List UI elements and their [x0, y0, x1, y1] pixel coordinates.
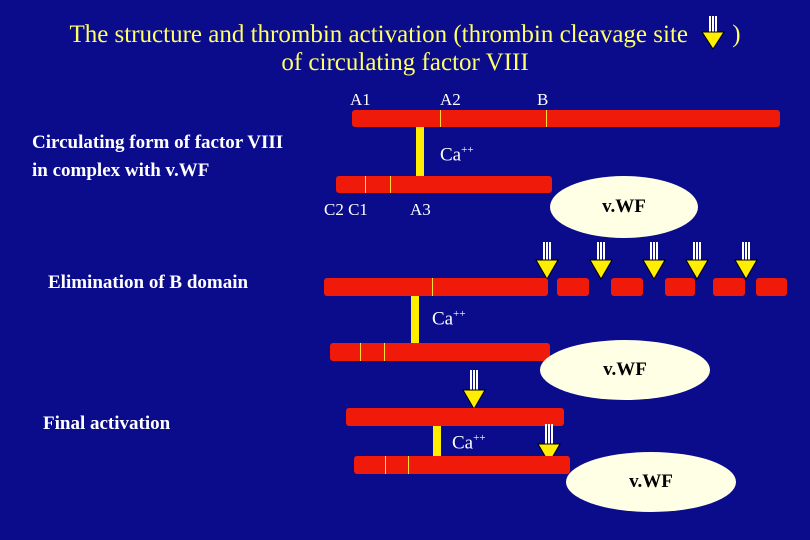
down-arrow-icon: [534, 242, 560, 280]
b-domain-fragment: [611, 278, 643, 296]
calcium-label: Ca++: [452, 432, 486, 454]
domain-divider: [360, 343, 361, 361]
light-chain-a3-c1-c2: [336, 176, 552, 193]
heavy-chain-a1-a2: [324, 278, 548, 296]
calcium-bridge: [416, 127, 424, 176]
domain-divider: [546, 110, 547, 127]
b-domain-fragment: [665, 278, 695, 296]
down-arrow-icon: [641, 242, 667, 280]
stage1-label-line-2: in complex with v.WF: [32, 160, 210, 181]
domain-label-c2-c1: C2 C1: [324, 200, 368, 219]
calcium-text: Ca: [440, 144, 462, 166]
stage2-label: Elimination of B domain: [48, 272, 249, 293]
down-arrow-icon: [536, 424, 562, 464]
domain-divider: [365, 176, 366, 193]
domain-label-a1: A1: [350, 90, 371, 109]
domain-divider: [385, 456, 386, 474]
calcium-bridge: [411, 296, 419, 344]
down-arrow-icon: [733, 242, 759, 280]
domain-label-a2: A2: [440, 90, 461, 109]
domain-label-b: B: [537, 90, 549, 109]
heavy-chain-a1-a2-b: [352, 110, 780, 127]
b-domain-fragment: [756, 278, 787, 296]
light-chain: [354, 456, 570, 474]
domain-divider: [432, 278, 433, 296]
vwf-ellipse: v.WF: [540, 340, 710, 400]
calcium-label: Ca++: [432, 308, 466, 330]
vwf-ellipse: v.WF: [550, 176, 698, 238]
calcium-text: Ca: [452, 432, 474, 454]
stage3-label: Final activation: [43, 413, 171, 434]
domain-divider: [384, 343, 385, 361]
calcium-label: Ca++: [440, 144, 474, 166]
stage1-label-line-1: Circulating form of factor VIII: [32, 132, 284, 153]
domain-divider: [440, 110, 441, 127]
b-domain-fragment: [557, 278, 589, 296]
title-line-2: of circulating factor VIII: [281, 49, 529, 76]
down-arrow-icon: [461, 370, 487, 410]
vwf-ellipse: v.WF: [566, 452, 736, 512]
title-close-paren: ): [732, 21, 741, 48]
b-domain-fragment: [713, 278, 745, 296]
down-arrow-icon: [684, 242, 710, 280]
domain-divider: [408, 456, 409, 474]
heavy-chain-a1: [346, 408, 564, 426]
title-line-1: The structure and thrombin activation (t…: [0, 16, 810, 50]
down-arrow-icon: [588, 242, 614, 280]
calcium-text: Ca: [432, 308, 454, 330]
domain-divider: [390, 176, 391, 193]
down-arrow-icon: [700, 16, 726, 50]
light-chain: [330, 343, 550, 361]
calcium-bridge: [433, 426, 441, 456]
calcium-superscript: ++: [453, 308, 466, 320]
domain-label-a3: A3: [410, 200, 431, 219]
calcium-superscript: ++: [473, 432, 486, 444]
calcium-superscript: ++: [461, 144, 474, 156]
title-line-1-text: The structure and thrombin activation (t…: [69, 21, 688, 48]
